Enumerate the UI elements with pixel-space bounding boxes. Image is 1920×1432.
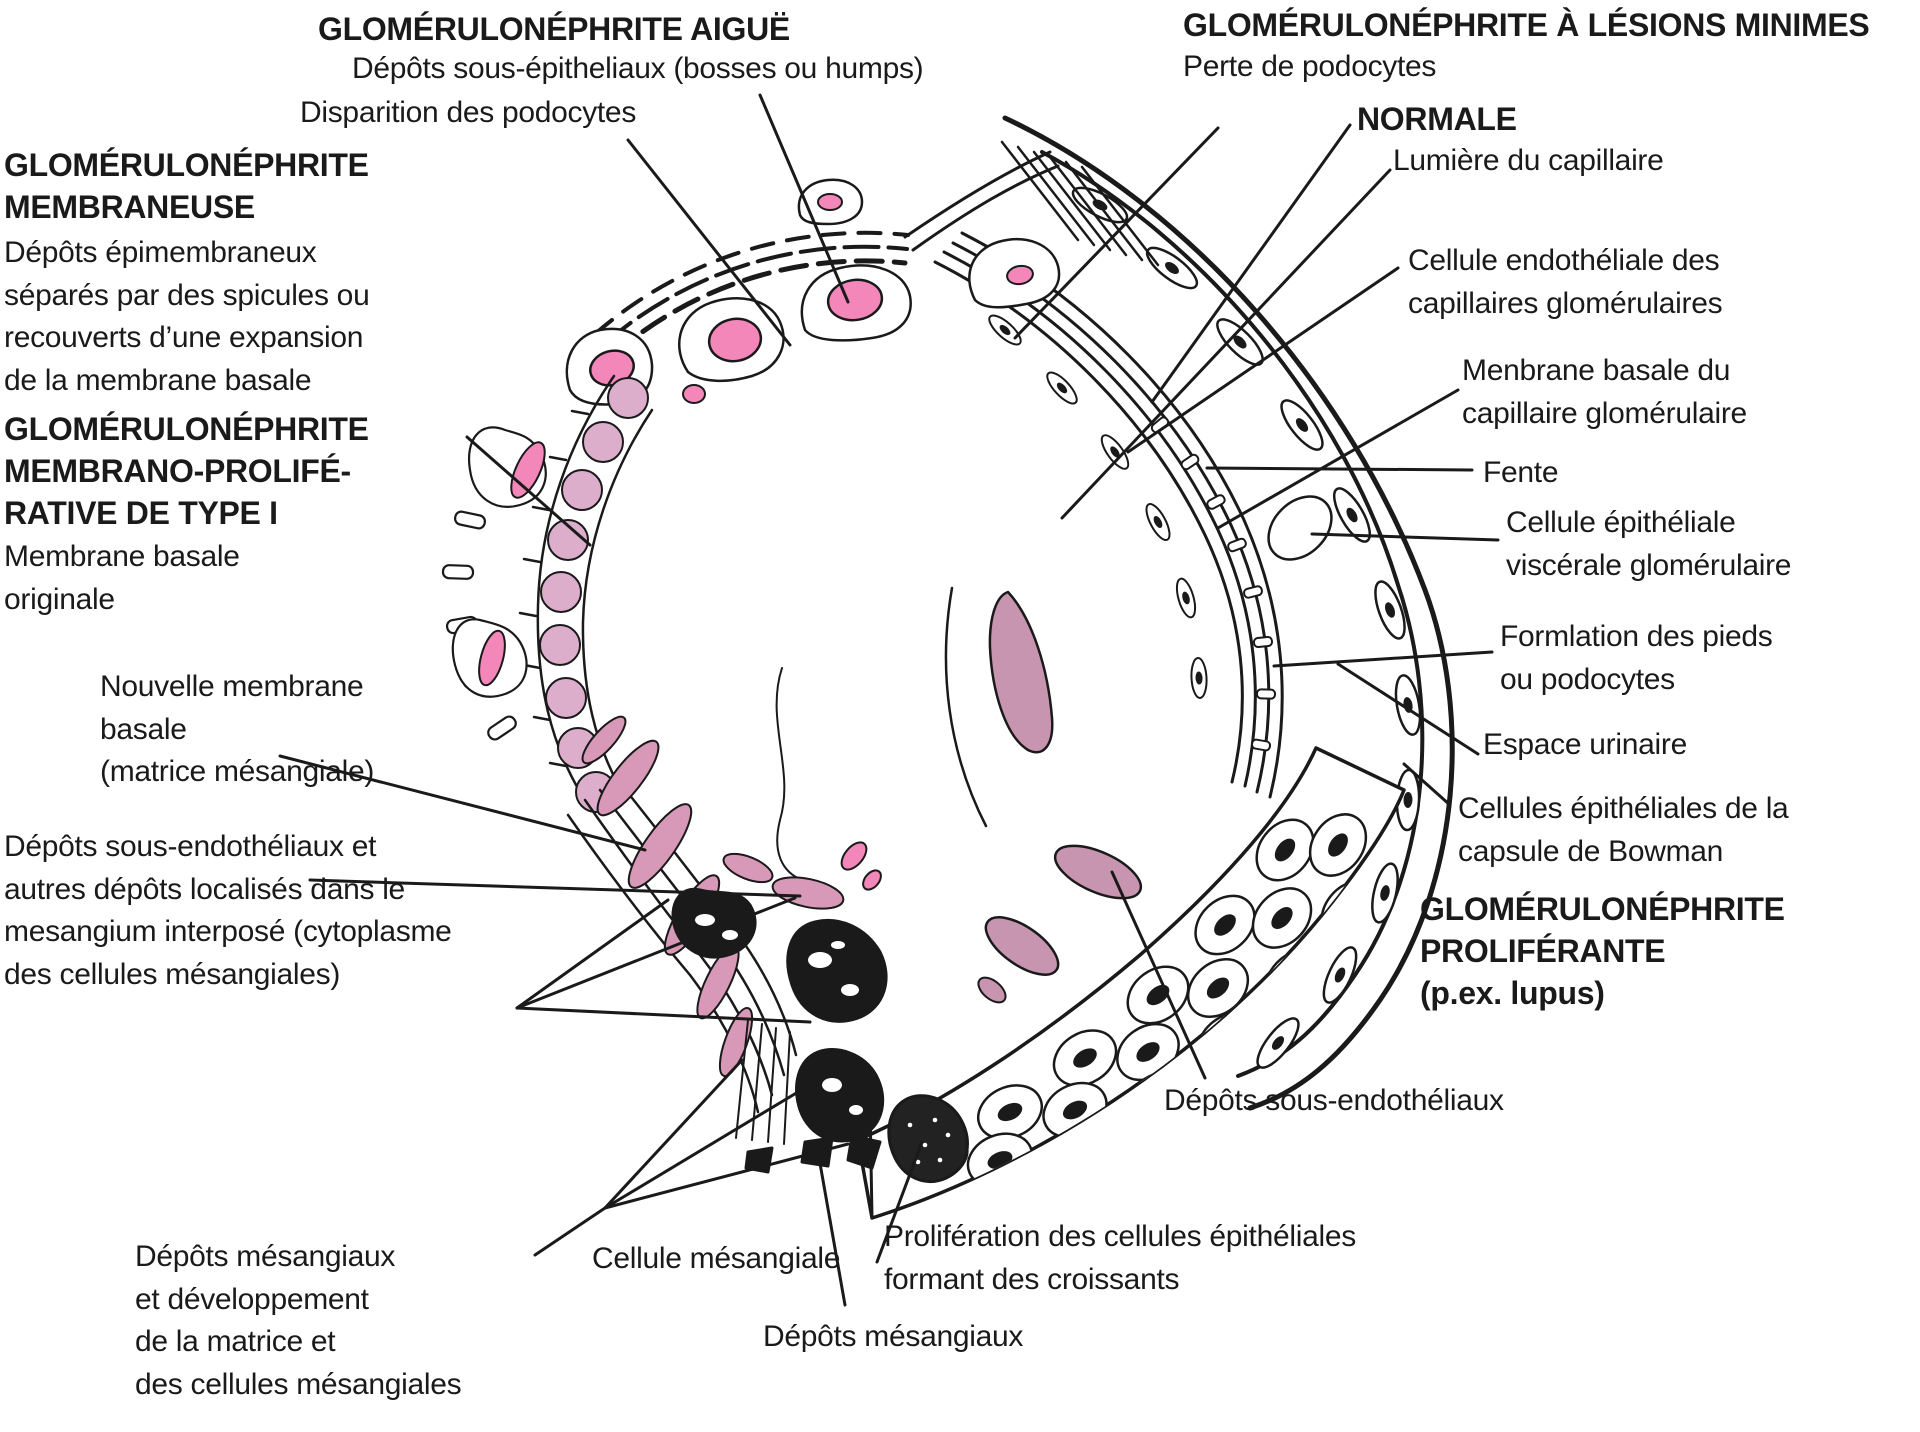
leader-lines (278, 93, 1500, 1307)
membranous-deposits (441, 374, 654, 813)
label-mpgn-sub: Membrane basale originale (4, 540, 240, 616)
label-minimes-title: GLOMÉRULONÉPHRITE À LÉSIONS MINIMES (1183, 7, 1870, 43)
podocyte-loss-hatching (1000, 140, 1160, 267)
label-minimes-sub: Perte de podocytes (1183, 50, 1437, 83)
label-aigue-title: GLOMÉRULONÉPHRITE AIGUË (318, 11, 790, 47)
label-cellule-mesangiale: Cellule mésangiale (592, 1242, 841, 1275)
mesangial-deposits (671, 887, 888, 1174)
label-cellule-endotheliale: Cellule endothéliale des capillaires glo… (1408, 244, 1723, 320)
bowman-capsule (903, 115, 1455, 1111)
acute-gn-membrane (593, 230, 910, 358)
mesangial-cell (887, 1094, 969, 1184)
label-mpgn-title: GLOMÉRULONÉPHRITE MEMBRANO-PROLIFÉ- RATI… (4, 411, 369, 532)
label-membrane-basale: Menbrane basale du capillaire glomérulai… (1462, 354, 1747, 430)
label-membraneuse-title: GLOMÉRULONÉPHRITE MEMBRANEUSE (4, 147, 369, 226)
label-proliferante-title: GLOMÉRULONÉPHRITE PROLIFÉRANTE (p.ex. lu… (1420, 891, 1785, 1012)
subepithelial-humps (565, 178, 1061, 406)
label-depots-mes-left: Dépôts mésangiaux et développement de la… (135, 1240, 462, 1401)
label-normale-title: NORMALE (1357, 101, 1517, 137)
normal-capillary-wall (933, 231, 1284, 799)
label-disparition: Disparition des podocytes (300, 96, 637, 129)
label-lumiere: Lumière du capillaire (1393, 144, 1664, 177)
label-depots-mes-centre: Dépôts mésangiaux (763, 1320, 1024, 1353)
label-sous-endo-right: Dépôts sous-endothéliaux (1164, 1084, 1504, 1117)
label-membraneuse-sub: Dépôts épimembraneux séparés par des spi… (4, 236, 370, 397)
label-sous-endo-left: Dépôts sous-endothéliaux et autres dépôt… (4, 830, 452, 991)
label-nouvelle-membrane: Nouvelle membrane basale (matrice mésang… (100, 670, 375, 789)
label-formation-pieds: Formlation des pieds ou podocytes (1500, 620, 1773, 696)
label-capsule-bowman: Cellules épithéliales de la capsule de B… (1458, 792, 1789, 868)
label-proliferation: Prolifération des cellules épithéliales … (884, 1220, 1356, 1296)
label-espace-urinaire: Espace urinaire (1483, 728, 1687, 761)
label-cellule-epitheliale: Cellule épithéliale viscérale glomérulai… (1506, 506, 1792, 582)
label-fente: Fente (1483, 456, 1559, 489)
subendothelial-deposits (944, 586, 1143, 1004)
podocyte-feet (1150, 416, 1333, 752)
label-aigue-sub: Dépôts sous-épitheliaux (bosses ou humps… (352, 52, 924, 85)
